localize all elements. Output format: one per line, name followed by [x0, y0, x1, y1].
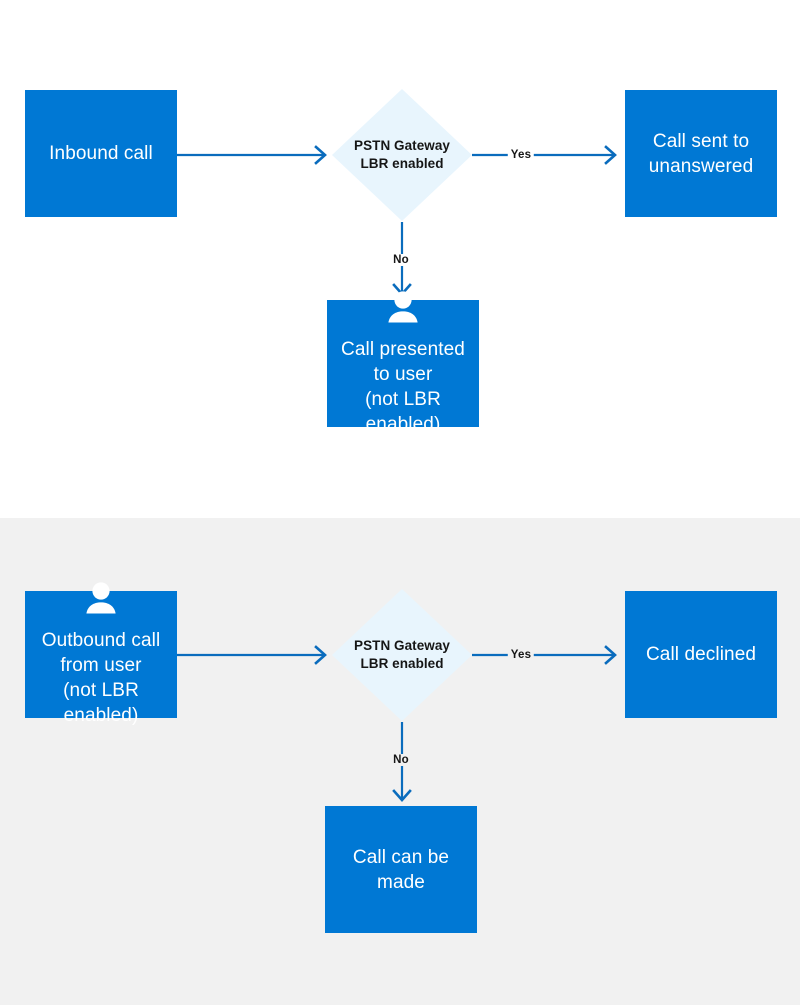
- person-icon: [385, 290, 421, 330]
- edge-label-yes-outbound: Yes: [507, 649, 535, 661]
- node-call-can-be-made-line1: Call can be: [352, 846, 450, 868]
- node-decision-pstn-gateway-lbr-inbound[interactable]: PSTN Gateway LBR enabled: [332, 89, 472, 221]
- edge-label-no-inbound: No: [393, 254, 409, 266]
- edge-label-no-outbound: No: [393, 754, 409, 766]
- node-call-sent-line2: unanswered: [648, 155, 754, 177]
- decision-label-line1: PSTN Gateway: [354, 638, 450, 653]
- edge-inbound-to-decision: [177, 140, 337, 170]
- edge-decision-yes-inbound: [472, 140, 627, 170]
- node-call-can-be-made[interactable]: Call can be made: [325, 806, 477, 933]
- node-decision-pstn-gateway-lbr-outbound[interactable]: PSTN Gateway LBR enabled: [332, 589, 472, 721]
- person-icon: [83, 581, 119, 621]
- decision-label-line1: PSTN Gateway: [354, 138, 450, 153]
- node-outbound-line3: (not LBR enabled): [63, 679, 139, 726]
- node-call-presented-to-user[interactable]: Call presented to user (not LBR enabled): [327, 290, 479, 435]
- node-call-declined[interactable]: Call declined: [625, 591, 777, 718]
- decision-label-line2: LBR enabled: [360, 656, 444, 671]
- outbound-flow-panel: Outbound call from user (not LBR enabled…: [0, 518, 800, 1005]
- node-call-sent-to-unanswered[interactable]: Call sent to unanswered: [625, 90, 777, 217]
- decision-label-line2: LBR enabled: [360, 156, 444, 171]
- node-inbound-call-label: Inbound call: [49, 143, 153, 164]
- node-call-declined-label: Call declined: [645, 644, 757, 665]
- inbound-flow-panel: Inbound call PSTN Gateway LBR enabled Ye…: [25, 89, 777, 435]
- edge-decision-yes-outbound: [472, 640, 627, 670]
- node-call-presented-line3: (not LBR enabled): [365, 388, 441, 435]
- node-outbound-line1: Outbound call: [41, 629, 161, 651]
- node-call-sent-line1: Call sent to: [652, 130, 750, 152]
- node-outbound-line2: from user: [60, 654, 142, 676]
- node-call-presented-line1: Call presented: [341, 338, 465, 360]
- node-outbound-call-from-user[interactable]: Outbound call from user (not LBR enabled…: [25, 581, 177, 726]
- node-call-presented-line2: to user: [373, 363, 433, 385]
- node-call-can-be-made-line2: made: [377, 871, 425, 893]
- edge-label-yes-inbound: Yes: [507, 149, 535, 161]
- edge-outbound-to-decision: [177, 640, 337, 670]
- node-inbound-call[interactable]: Inbound call: [25, 90, 177, 217]
